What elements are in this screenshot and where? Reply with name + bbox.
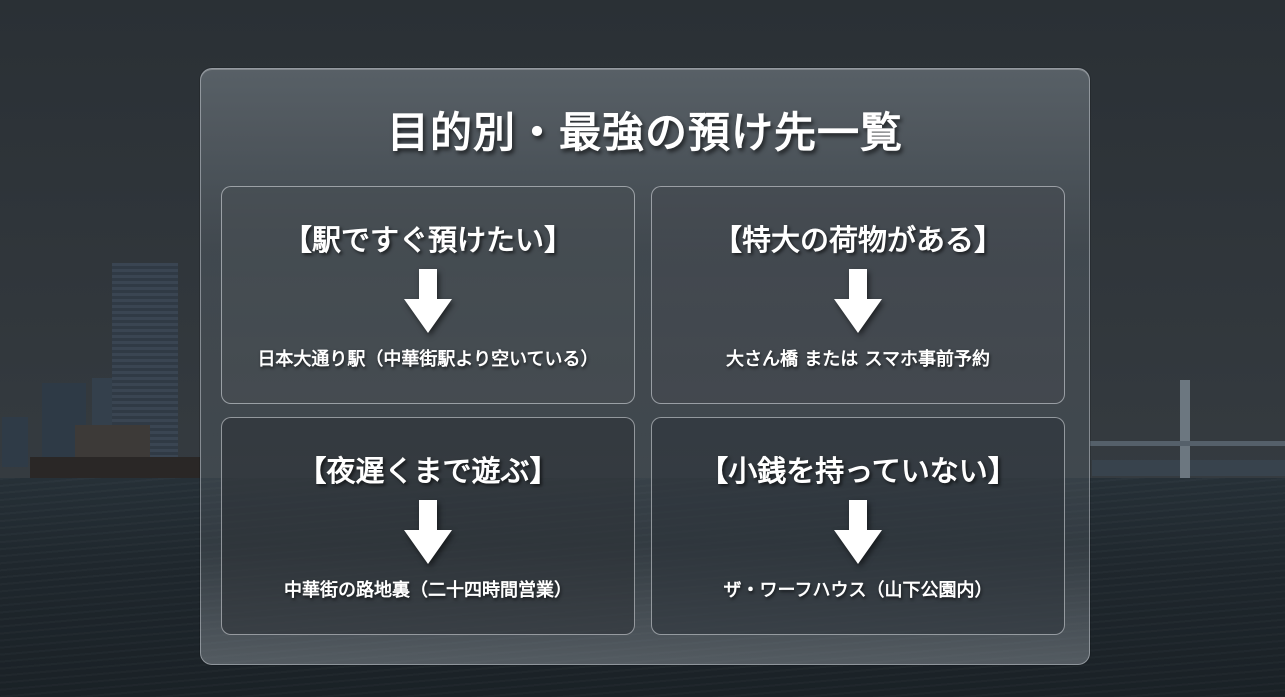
card-result: 中華街の路地裏（二十四時間営業） xyxy=(284,580,572,601)
card-result: ザ・ワーフハウス（山下公園内） xyxy=(723,580,993,601)
down-arrow-icon xyxy=(404,500,452,564)
down-arrow-icon xyxy=(834,500,882,564)
card-heading: 【駅ですぐ預けたい】 xyxy=(282,223,573,257)
card-heading: 【特大の荷物がある】 xyxy=(712,223,1003,257)
card-late-night: 【夜遅くまで遊ぶ】 中華街の路地裏（二十四時間営業） xyxy=(221,417,635,635)
card-no-coins: 【小銭を持っていない】 ザ・ワーフハウス（山下公園内） xyxy=(651,417,1065,635)
card-station: 【駅ですぐ預けたい】 日本大通り駅（中華街駅より空いている） xyxy=(221,186,635,404)
card-heading: 【小銭を持っていない】 xyxy=(699,454,1017,488)
down-arrow-icon xyxy=(404,269,452,333)
bridge-pylon xyxy=(1180,380,1190,480)
card-result: 大さん橋 または スマホ事前予約 xyxy=(726,349,990,370)
card-large-luggage: 【特大の荷物がある】 大さん橋 または スマホ事前予約 xyxy=(651,186,1065,404)
card-result: 日本大通り駅（中華街駅より空いている） xyxy=(257,349,599,370)
page-title: 目的別・最強の預け先一覧 xyxy=(386,108,903,157)
bay-bridge-deck xyxy=(1090,441,1285,446)
glass-panel: 目的別・最強の預け先一覧 【駅ですぐ預けたい】 日本大通り駅（中華街駅より空いて… xyxy=(200,68,1090,665)
building xyxy=(2,417,28,467)
card-heading: 【夜遅くまで遊ぶ】 xyxy=(297,454,559,488)
down-arrow-icon xyxy=(834,269,882,333)
